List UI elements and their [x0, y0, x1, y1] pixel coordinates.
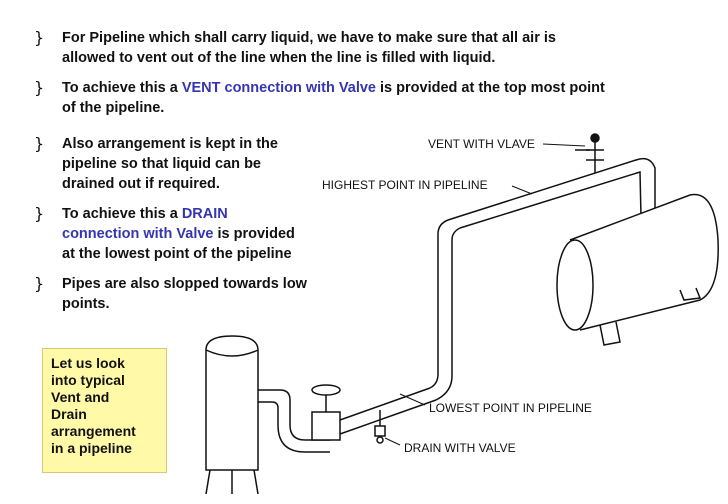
bullet-5-line-1: Pipes are also slopped towards low: [62, 276, 307, 292]
bullet-4-line-3: at the lowest point of the pipeline: [62, 246, 292, 262]
callout-line-6: in a pipeline: [51, 440, 132, 456]
bullet-3-line-3: drained out if required.: [62, 176, 220, 192]
riser-pipe: [374, 219, 461, 444]
highest-point-label: HIGHEST POINT IN PIPELINE: [322, 178, 488, 192]
lowest-point-label: LOWEST POINT IN PIPELINE: [429, 401, 592, 415]
bullet-3-text: Also arrangement is kept in the pipeline…: [62, 134, 278, 194]
bullet-3-line-2: pipeline so that liquid can be: [62, 156, 261, 172]
bullet-4-mark: }: [34, 204, 45, 223]
bullet-1-line-2: allowed to vent out of the line when the…: [62, 50, 496, 66]
callout-line-3: Vent and: [51, 389, 110, 405]
drain-label: DRAIN WITH VALVE: [404, 441, 516, 455]
callout-line-4: Drain: [51, 406, 87, 422]
callout-box: Let us look into typical Vent and Drain …: [42, 348, 167, 473]
bullet-2-line-1: To achieve this a VENT connection with V…: [62, 80, 605, 96]
bullet-4-text: To achieve this a DRAIN connection with …: [62, 204, 295, 264]
bullet-2-text: To achieve this a VENT connection with V…: [62, 78, 605, 118]
bullet-1-text: For Pipeline which shall carry liquid, w…: [62, 28, 556, 68]
bullet-3-line-1: Also arrangement is kept in the: [62, 136, 278, 152]
bullet-2-line-2: of the pipeline.: [62, 100, 165, 116]
horizontal-tank: [556, 193, 719, 346]
bullet-5-line-2: points.: [62, 296, 110, 312]
vertical-drum: [205, 335, 259, 495]
drain-highlight-cont: connection with Valve: [62, 226, 214, 242]
bullet-5-text: Pipes are also slopped towards low point…: [62, 274, 307, 314]
bullet-2-mark: }: [34, 78, 45, 97]
bullet-5: } Pipes are also slopped towards low poi…: [34, 274, 334, 314]
bullet-1-mark: }: [34, 28, 45, 47]
vent-label: VENT WITH VLAVE: [428, 137, 535, 151]
bullet-1: } For Pipeline which shall carry liquid,…: [34, 28, 694, 68]
callout-line-5: arrangement: [51, 423, 136, 439]
bullet-3-mark: }: [34, 134, 45, 153]
bullet-1-line-1: For Pipeline which shall carry liquid, w…: [62, 30, 556, 46]
lower-pipe: [258, 384, 437, 453]
callout-line-1: Let us look: [51, 355, 125, 371]
drain-highlight: DRAIN: [181, 206, 228, 222]
bullet-4-line-2: connection with Valve is provided: [62, 226, 295, 242]
bullet-5-mark: }: [34, 274, 45, 293]
leader-lines: [384, 143, 586, 446]
callout-line-2: into typical: [51, 372, 125, 388]
bullet-4-line-1: To achieve this a DRAIN: [62, 206, 228, 222]
vent-highlight: VENT connection with Valve: [181, 80, 376, 96]
bullet-3: } Also arrangement is kept in the pipeli…: [34, 134, 334, 194]
bullet-2: } To achieve this a VENT connection with…: [34, 78, 714, 118]
bullet-4: } To achieve this a DRAIN connection wit…: [34, 204, 334, 264]
